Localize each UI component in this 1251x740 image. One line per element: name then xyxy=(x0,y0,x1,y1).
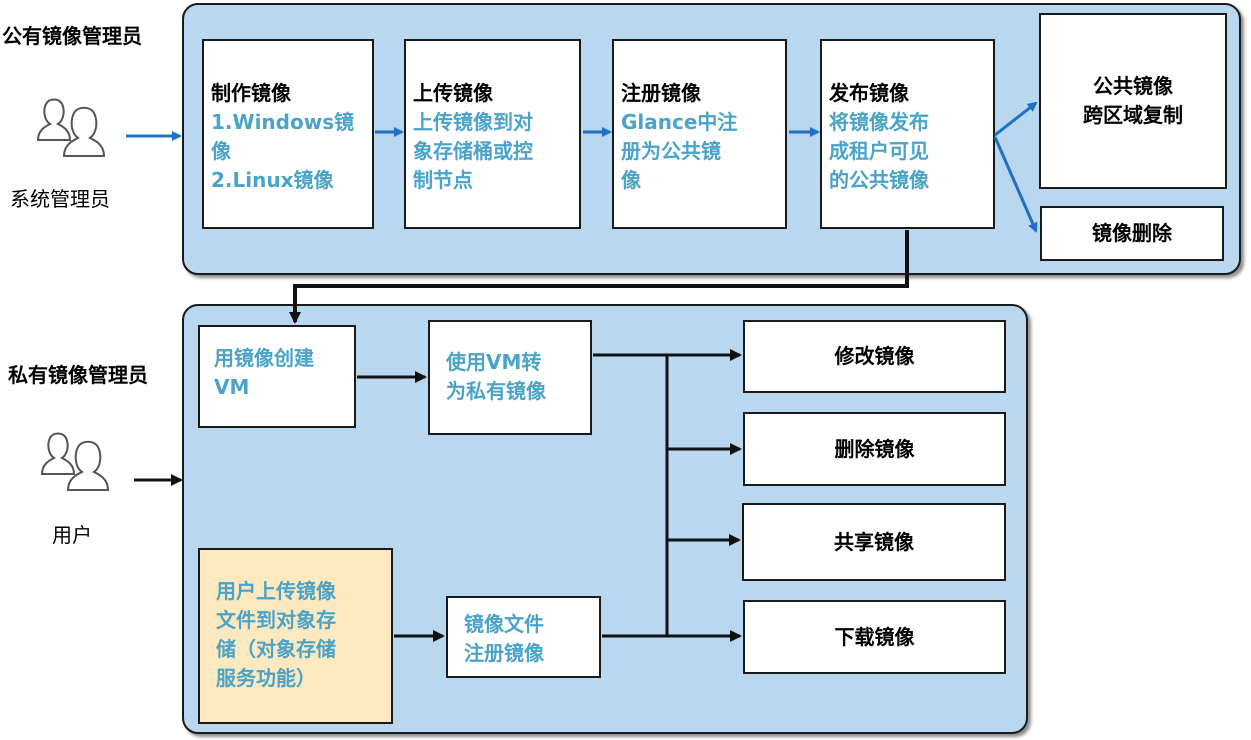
user-icon xyxy=(40,432,110,491)
share-image: 共享镜像 xyxy=(742,503,1006,581)
register-image-file: 镜像文件 注册镜像 xyxy=(446,596,601,678)
delete-image-label: 删除镜像 xyxy=(834,436,915,461)
step-upload-image-detail: 上传镜像到对 象存储桶或控 制节点 xyxy=(413,110,533,192)
step-upload-image-title: 上传镜像 xyxy=(413,81,493,105)
create-vm-from-image: 用镜像创建 VM xyxy=(198,325,356,428)
step-register-image-title: 注册镜像 xyxy=(621,81,701,105)
register-image-file-label: 镜像文件 注册镜像 xyxy=(464,612,544,665)
step-upload-image: 上传镜像 上传镜像到对 象存储桶或控 制节点 xyxy=(404,39,581,229)
step-publish-image-title: 发布镜像 xyxy=(829,81,909,105)
arrow-publish-to-replication xyxy=(994,101,1038,137)
step-make-image: 制作镜像 1.Windows镜 像 2.Linux镜像 xyxy=(202,39,374,229)
vm-to-private-image: 使用VM转 为私有镜像 xyxy=(428,320,592,435)
public-image-replication-label: 公共镜像 跨区域复制 xyxy=(1083,74,1183,127)
step-make-image-title: 制作镜像 xyxy=(211,81,291,105)
private-admin-title: 私有镜像管理员 xyxy=(8,363,148,387)
download-image: 下载镜像 xyxy=(743,600,1006,674)
step-register-image: 注册镜像 Glance中注 册为公共镜 像 xyxy=(612,39,787,229)
step-register-image-detail: Glance中注 册为公共镜 像 xyxy=(621,110,738,192)
user-upload-image-file: 用户上传镜像 文件到对象存 储（对象存储 服务功能） xyxy=(198,548,393,724)
download-image-label: 下载镜像 xyxy=(834,624,915,649)
image-delete-public: 镜像删除 xyxy=(1040,206,1224,261)
create-vm-from-image-label: 用镜像创建 VM xyxy=(214,346,314,399)
connector-publish-to-create-vm xyxy=(289,230,909,324)
public-image-replication: 公共镜像 跨区域复制 xyxy=(1039,13,1227,189)
step-make-image-detail: 1.Windows镜 像 2.Linux镜像 xyxy=(211,110,355,192)
arrow-publish-to-delete xyxy=(993,136,1038,233)
share-image-label: 共享镜像 xyxy=(834,529,914,554)
system-admin-icon xyxy=(36,98,106,157)
step-publish-image: 发布镜像 将镜像发布 成租户可见 的公共镜像 xyxy=(820,39,995,229)
vm-to-private-image-label: 使用VM转 为私有镜像 xyxy=(446,350,546,403)
system-admin-label: 系统管理员 xyxy=(10,187,110,211)
modify-image: 修改镜像 xyxy=(743,320,1006,393)
public-admin-title: 公有镜像管理员 xyxy=(2,24,142,48)
user-upload-image-file-label: 用户上传镜像 文件到对象存 储（对象存储 服务功能） xyxy=(216,579,336,690)
image-delete-public-label: 镜像删除 xyxy=(1092,221,1172,245)
step-publish-image-detail: 将镜像发布 成租户可见 的公共镜像 xyxy=(829,110,929,192)
delete-image: 删除镜像 xyxy=(743,412,1006,486)
modify-image-label: 修改镜像 xyxy=(834,344,915,368)
user-label: 用户 xyxy=(52,523,92,547)
